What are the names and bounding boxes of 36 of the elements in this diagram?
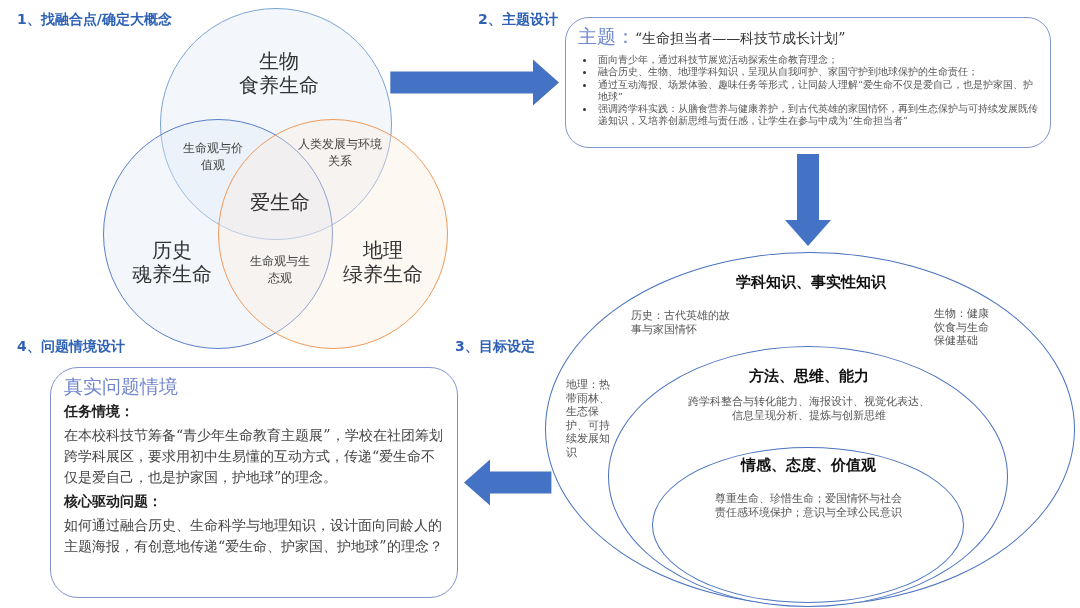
ellipse-heading: 情感、态度、价值观 bbox=[740, 456, 876, 475]
ellipse-text: 历史：古代英雄的故事与家国情怀 bbox=[631, 309, 731, 336]
ellipse-text: 跨学科整合与转化能力、海报设计、视觉化表达、信息呈现分析、提炼与创新思维 bbox=[687, 395, 931, 422]
overlap-label: 生命观与价值观 bbox=[182, 140, 244, 174]
circle-label: 魂养生命 bbox=[132, 262, 212, 286]
ellipse-text: 尊重生命、珍惜生命；爱国情怀与社会责任感环境保护；意识与全球公民意识 bbox=[713, 492, 903, 519]
step-heading: 2、主题设计 bbox=[478, 11, 558, 29]
bullet-item: 面向青少年，通过科技节展览活动探索生命教育理念； bbox=[598, 54, 838, 65]
circle-label: 食养生命 bbox=[239, 73, 319, 97]
block-arrow bbox=[464, 459, 552, 506]
step-heading: 3、目标设定 bbox=[455, 338, 535, 356]
theme-title: “生命担当者——科技节成长计划” bbox=[635, 30, 846, 46]
ellipse-text: 生物：健康饮食与生命保健基础 bbox=[934, 307, 990, 348]
overlap-label: 生命观与生态观 bbox=[249, 253, 311, 287]
circle-label: 绿养生命 bbox=[343, 262, 423, 286]
bullet-item: 通过互动海报、场景体验、趣味任务等形式，让同龄人理解“爱生命不仅是爱自己，也是护家国、护地球” bbox=[598, 78, 1033, 102]
overlap-label: 人类发展与环境关系 bbox=[297, 136, 383, 170]
step-heading: 1、找融合点/确定大概念 bbox=[17, 11, 172, 29]
paragraph: 在本校科技节筹备“青少年生命教育主题展”，学校在社团筹划跨学科展区，要求用初中生易懂的互动方式，传递“爱生命不仅是爱自己，也是护家国，护地球”的理念。 bbox=[64, 426, 444, 487]
bullet-item: 融合历史、生物、地理学科知识，呈现从自我呵护、家国守护到地球保护的生命责任； bbox=[598, 66, 978, 78]
box-title: 真实问题情境 bbox=[64, 374, 179, 399]
step-heading: 4、问题情境设计 bbox=[17, 338, 125, 356]
ellipse-text: 地理：热带雨林、生态保护、可持续发展知识 bbox=[566, 378, 610, 459]
section-heading: 任务情境： bbox=[64, 403, 135, 421]
circle-label: 生物 bbox=[259, 49, 299, 73]
block-arrow bbox=[390, 59, 559, 106]
section-heading: 核心驱动问题： bbox=[64, 493, 163, 511]
bullet-item: 强调跨学科实践：从膳食营养与健康养护，到古代英雄的家国情怀，再到生态保护与可持续发展既传递知识，又培养创新思维与责任感，让学生在参与中成为“生命担当者” bbox=[598, 103, 1038, 127]
paragraph: 如何通过融合历史、生命科学与地理知识，设计面向同龄人的主题海报，有创意地传递“爱生命、护家国、护地球”的理念？ bbox=[64, 516, 444, 556]
circle-label: 地理 bbox=[363, 238, 403, 262]
circle-label: 历史 bbox=[152, 238, 192, 262]
block-arrow bbox=[785, 154, 831, 246]
ellipse-heading: 学科知识、事实性知识 bbox=[736, 273, 886, 292]
overlap-label: 爱生命 bbox=[250, 190, 310, 214]
ellipse-heading: 方法、思维、能力 bbox=[749, 367, 869, 386]
theme-label: 主题： bbox=[578, 25, 635, 47]
